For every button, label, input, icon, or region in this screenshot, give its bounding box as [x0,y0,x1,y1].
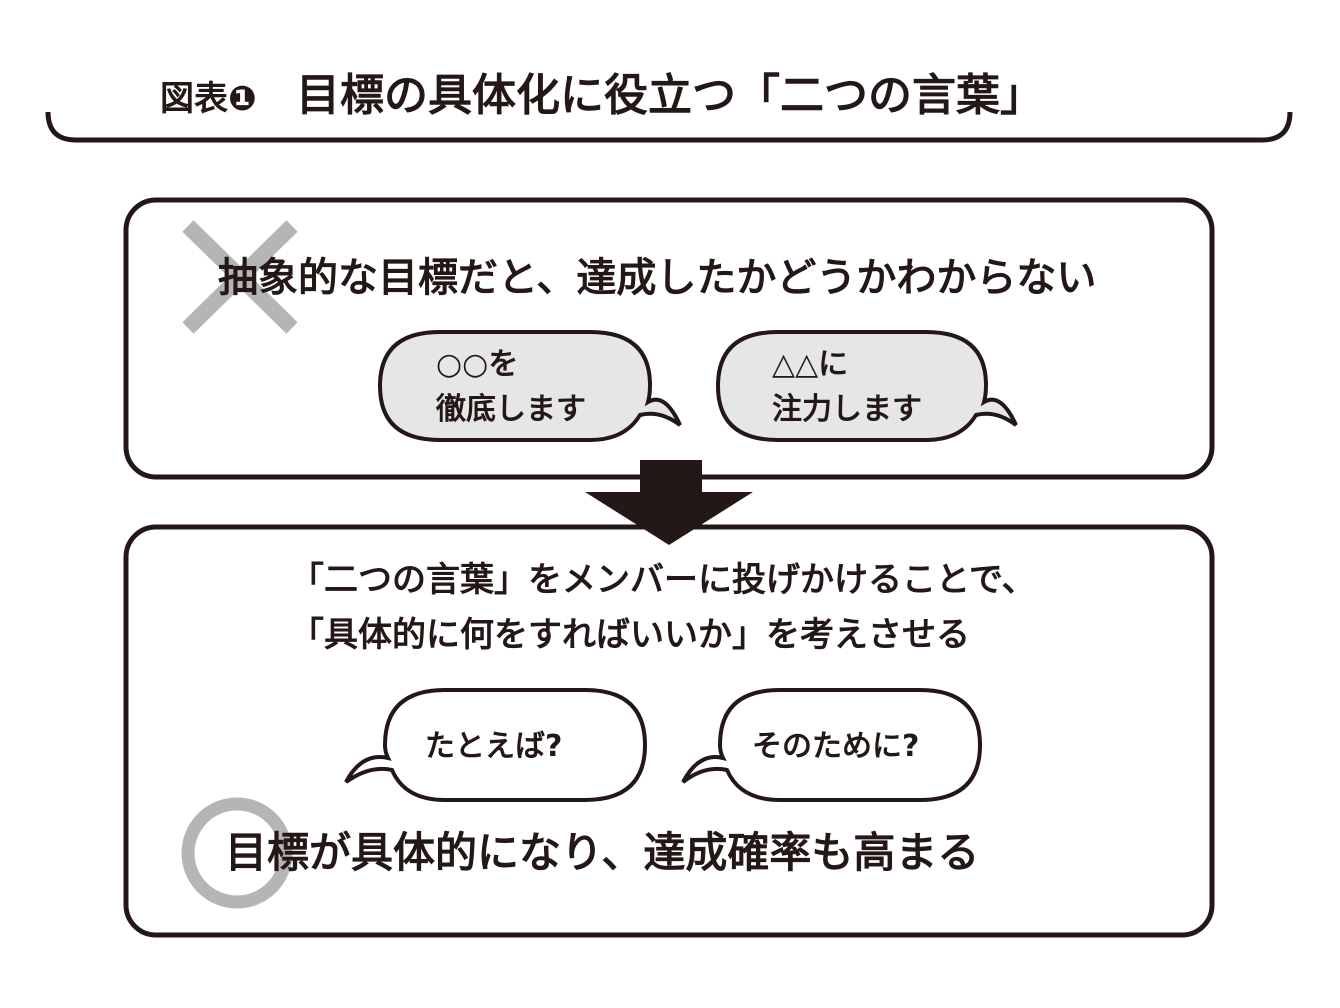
instruction-line-2: 「具体的に何をすればいいか」を考えさせる [290,615,970,655]
speech-bubble-4-shape [681,688,983,802]
result-statement: 目標が具体的になり、達成確率も高まる [225,828,980,877]
instruction-line-1: 「二つの言葉」をメンバーに投げかけることで、 [290,560,1036,600]
cross-icon [182,220,298,334]
figure-label: 図表❶ [160,79,257,119]
bubble-line: 注力します [772,392,922,427]
bubble-line: △△に [772,347,849,382]
good-panel-frame [123,524,1215,938]
down-arrow-icon [585,460,753,545]
speech-bubble-3-shape [344,688,648,802]
speech-bubble-1-shape [377,330,682,442]
speech-bubble-4: そのために? [752,729,920,764]
bad-panel-frame [123,197,1215,480]
speech-bubble-3: たとえば? [425,729,563,764]
bubble-line: 徹底します [436,392,586,427]
speech-bubble-2: △△に 注力します [772,342,922,432]
speech-bubble-1: ○○を 徹底します [436,342,586,432]
bad-statement: 抽象的な目標だと、達成したかどうかわからない [218,255,1097,301]
title-underline [45,111,1293,143]
bubble-line: ○○を [436,347,519,382]
circle-icon [181,797,293,909]
page-title: 目標の具体化に役立つ「二つの言葉」 [296,70,1044,121]
speech-bubble-2-shape [715,330,1018,442]
